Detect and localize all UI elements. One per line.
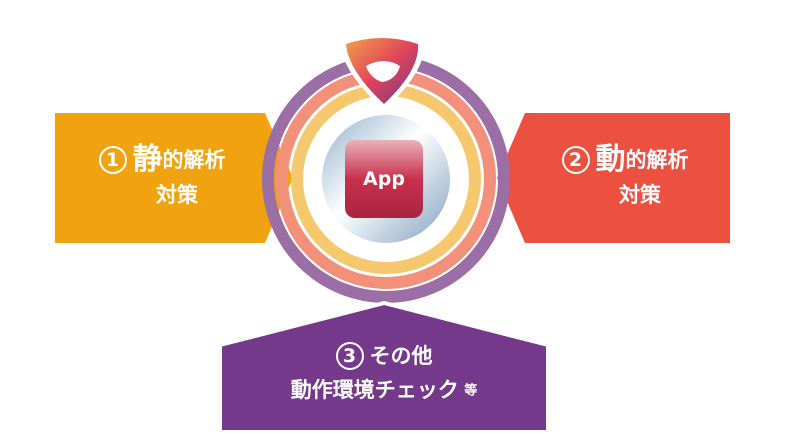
dynamic-analysis-box [497,113,730,243]
title-rest: 的解析 [162,148,226,173]
app-icon: App [345,140,423,218]
suffix: 等 [464,384,478,400]
shield-logo-icon [340,33,425,110]
subtitle: 動作環境チェック [290,378,459,403]
title-big: 動 [595,142,626,177]
static-analysis-box [55,113,293,243]
subtitle: 対策 [156,182,198,207]
title-big: 静 [132,142,163,177]
number-badge: 2 [561,146,590,175]
number-badge: 3 [335,342,364,371]
app-label: App [363,168,405,190]
other-measures-box [218,300,550,434]
number-badge: 1 [98,146,127,175]
title-rest: その他 [369,344,433,368]
title-rest: 的解析 [625,148,689,173]
subtitle: 対策 [619,182,661,207]
